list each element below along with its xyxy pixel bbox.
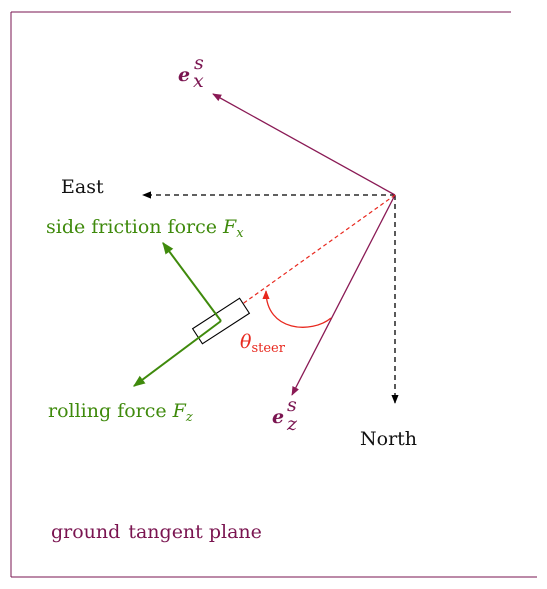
side-friction-symbol: F [222, 216, 237, 238]
rolling-sub: z [185, 410, 193, 425]
basis-x-sub: x [193, 70, 204, 92]
basis-z-arrow [291, 194, 396, 396]
plane-word-tangent: tangent plane [128, 521, 262, 543]
steer-symbol: θ [240, 331, 252, 353]
rolling-force-arrow [133, 320, 222, 387]
steer-angle-label: θsteer [240, 331, 286, 356]
basis-x-arrow [212, 93, 396, 196]
basis-z-label: e s z [272, 394, 298, 435]
steer-sub: steer [251, 341, 285, 356]
basis-z-sup: s [287, 394, 297, 416]
side-friction-sub: x [236, 226, 244, 241]
basis-x-symbol: e [178, 64, 190, 86]
basis-x-label: e s x [178, 52, 204, 92]
plane-word-ground: ground [51, 521, 120, 543]
east-label: East [61, 176, 104, 198]
ground-plane-label: ground tangent plane [51, 521, 262, 543]
rolling-text: rolling force [48, 400, 173, 422]
side-friction-text: side friction force [46, 216, 223, 238]
basis-z-sub: z [286, 413, 298, 435]
basis-x-sup: s [194, 52, 204, 74]
north-label: North [360, 428, 417, 450]
steer-direction-line [219, 194, 396, 321]
side-friction-force-label: side friction force Fx [46, 216, 244, 241]
rolling-force-label: rolling force Fz [48, 400, 193, 425]
rolling-symbol: F [172, 400, 187, 422]
steer-angle-arc [262, 290, 332, 328]
side-friction-force-arrow [162, 242, 222, 322]
basis-z-symbol: e [272, 406, 284, 428]
